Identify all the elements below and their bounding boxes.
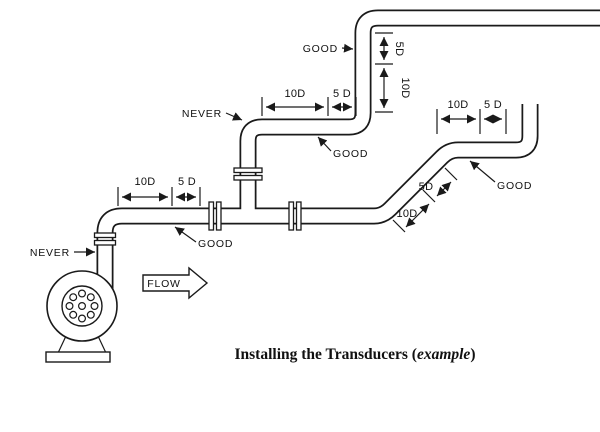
pump-outlet-flange-plate [93,239,117,246]
leader-good-right [469,160,496,183]
dim-lower-5d: 5 D [178,176,196,188]
title-prefix: Installing the Transducers ( [235,346,417,363]
pump-bolt [86,293,95,302]
lower-pipe-flange-plate [288,201,295,231]
pump-hub [77,302,86,311]
dim-arrow [405,203,430,228]
dim-right-10d: 10D [447,99,468,111]
dim-middle-10d: 10D [284,88,305,100]
pump-base [45,351,111,363]
never-elbow-label: NEVER [182,108,222,120]
title-suffix: ) [470,346,475,363]
lower-pipe-flange-plate [215,201,222,231]
riser-flange-plate [233,167,263,174]
flanges [93,167,302,246]
good-right-label: GOOD [497,180,532,192]
pump-leg [97,335,107,354]
leader-good-top [341,43,354,53]
dim-diagonal-5d: 5D [419,181,434,193]
dim-middle-5d: 5 D [333,88,351,100]
pump-outlet-flange-plate [93,232,117,239]
pump-bolt [65,302,74,311]
pipe-bores [98,11,600,298]
pump [45,270,118,363]
lower-pipe-flange-plate [295,201,302,231]
dim-arrow [436,181,452,197]
pump-bolt [69,293,78,302]
leader-arrows [74,43,496,257]
dim-tick [444,167,458,181]
lower-pipe-flange-plate [208,201,215,231]
dim-lower-10d: 10D [134,176,155,188]
flow-arrow-outline [142,266,209,300]
dim-tick [422,189,436,203]
dim-right-5d: 5 D [484,99,502,111]
flow-indicator: FLOW [142,266,209,300]
pump-bolt-circle [65,289,99,323]
pump-bolt [77,314,86,323]
good-top-label: GOOD [303,43,338,55]
good-lower-label: GOOD [198,238,233,250]
pump-bolt [86,310,95,319]
dim-diagonal-10d: 10D [396,208,417,220]
pipe-main-run-bore [98,101,537,298]
title-emphasis: example [417,346,470,363]
flow-label: FLOW [147,278,181,290]
diagram-title: Installing the Transducers (example) [235,346,476,363]
dimension-ticks [117,32,507,233]
riser-flange-plate [233,174,263,181]
leader-good-lower [174,226,197,243]
pipe-riser-run-bore [241,11,600,222]
never-pump-label: NEVER [30,247,70,259]
dimension-arrows [122,37,502,228]
pump-leg [57,335,67,354]
pump-bolt [90,302,99,311]
leader-never-elbow [225,112,243,121]
pump-bolt [69,310,78,319]
dim-riser-10d: 10D [399,77,411,98]
leader-good-mid [317,136,332,152]
dim-riser-5d: 5D [393,42,405,57]
pump-bolt [77,289,86,298]
dim-tick [392,219,406,233]
good-mid-label: GOOD [333,148,368,160]
